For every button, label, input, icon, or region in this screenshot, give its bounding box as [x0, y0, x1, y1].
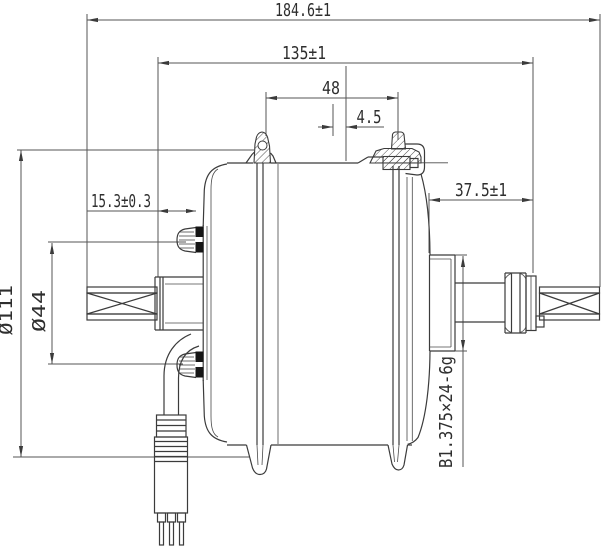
right-spoke-flange-bracket — [369, 131, 448, 176]
dim-overall-axle-width-label: 184.6±1 — [275, 0, 331, 21]
freewheel-boss — [428, 254, 456, 352]
upper-cover-screw — [176, 226, 204, 254]
dimension-lines — [13, 14, 601, 467]
dim-flange-spacing-label: 48 — [322, 78, 340, 99]
dim-dish-offset-label: 4.5 — [357, 107, 382, 128]
hub-motor-outline — [86, 131, 601, 546]
connector-pins — [156, 512, 187, 546]
right-axle — [455, 272, 601, 334]
dim-brake-face-offset-label: 15.3±0.3 — [91, 191, 151, 212]
motor-cable — [163, 333, 200, 415]
dim-flange-diameter-label: Ø111 — [0, 285, 17, 335]
brake-side-cover — [176, 163, 228, 443]
left-axle — [86, 276, 203, 331]
left-spoke-flange-tab — [245, 131, 277, 164]
dim-bolt-circle-diameter-label: Ø44 — [29, 290, 50, 332]
cable-connector — [153, 414, 189, 546]
dim-locknut-spacing-label: 135±1 — [282, 43, 326, 64]
bottom-flange-tabs — [245, 444, 409, 476]
motor-shell — [227, 156, 431, 446]
dim-freewheel-thread-spec-label: B1.375×24-6g — [436, 356, 457, 468]
dim-freewheel-offset-label: 37.5±1 — [455, 180, 507, 201]
dimension-labels: 184.6±1 135±1 48 4.5 15.3±0.3 37.5±1 Ø11… — [0, 0, 507, 468]
lower-cover-screw — [176, 351, 204, 379]
